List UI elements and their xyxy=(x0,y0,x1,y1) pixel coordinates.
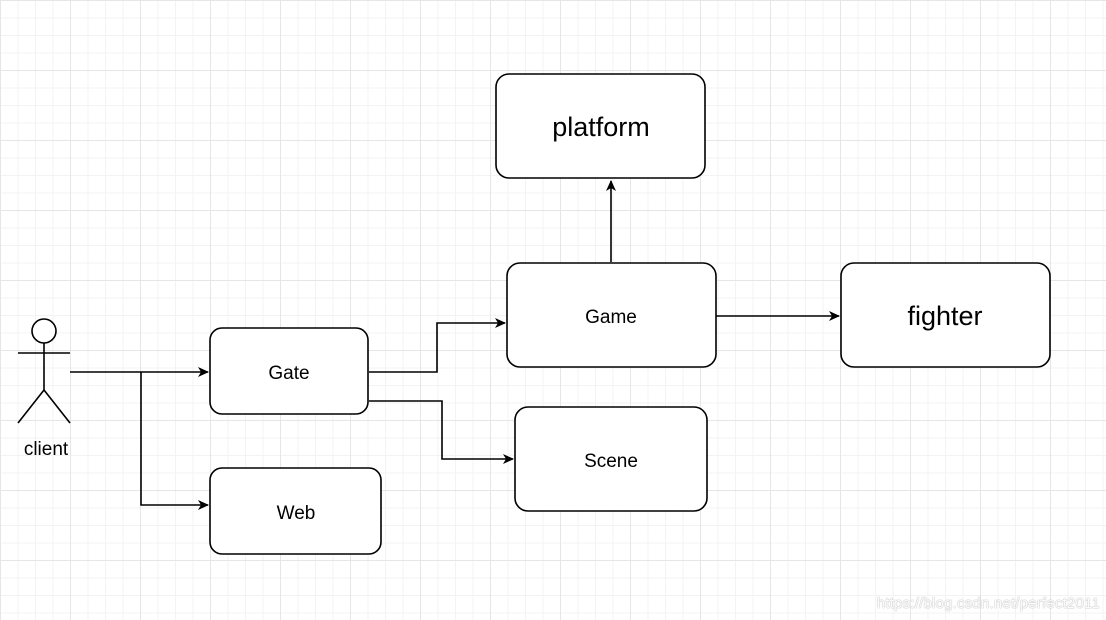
node-scene-box xyxy=(514,406,708,512)
edge-gate-scene xyxy=(369,400,514,464)
node-gate-label: Gate xyxy=(268,363,309,384)
node-gate[interactable]: Gate xyxy=(209,327,369,415)
node-scene-label: Scene xyxy=(584,451,638,472)
node-gate-box xyxy=(209,327,369,415)
node-platform-label: platform xyxy=(552,112,650,142)
node-fighter[interactable]: fighter xyxy=(840,262,1051,368)
node-scene[interactable]: Scene xyxy=(514,406,708,512)
actor-head xyxy=(31,318,57,344)
node-game-label: Game xyxy=(585,307,637,328)
watermark: https://blog.csdn.net/perfect2011 xyxy=(876,595,1100,612)
node-platform-box xyxy=(495,73,706,179)
actor-label: client xyxy=(24,439,69,460)
node-web-box xyxy=(209,467,382,555)
edge-client-web xyxy=(140,372,209,510)
node-game-box xyxy=(506,262,717,368)
node-fighter-label: fighter xyxy=(907,301,982,331)
client-actor[interactable]: client xyxy=(17,318,71,460)
node-game[interactable]: Game xyxy=(506,262,717,368)
node-fighter-box xyxy=(840,262,1051,368)
actor-right-leg xyxy=(43,389,71,424)
actor-left-leg xyxy=(17,389,45,424)
node-web[interactable]: Web xyxy=(209,467,382,555)
edge-gate-game xyxy=(369,318,506,373)
node-web-label: Web xyxy=(277,503,316,524)
node-platform[interactable]: platform xyxy=(495,73,706,179)
